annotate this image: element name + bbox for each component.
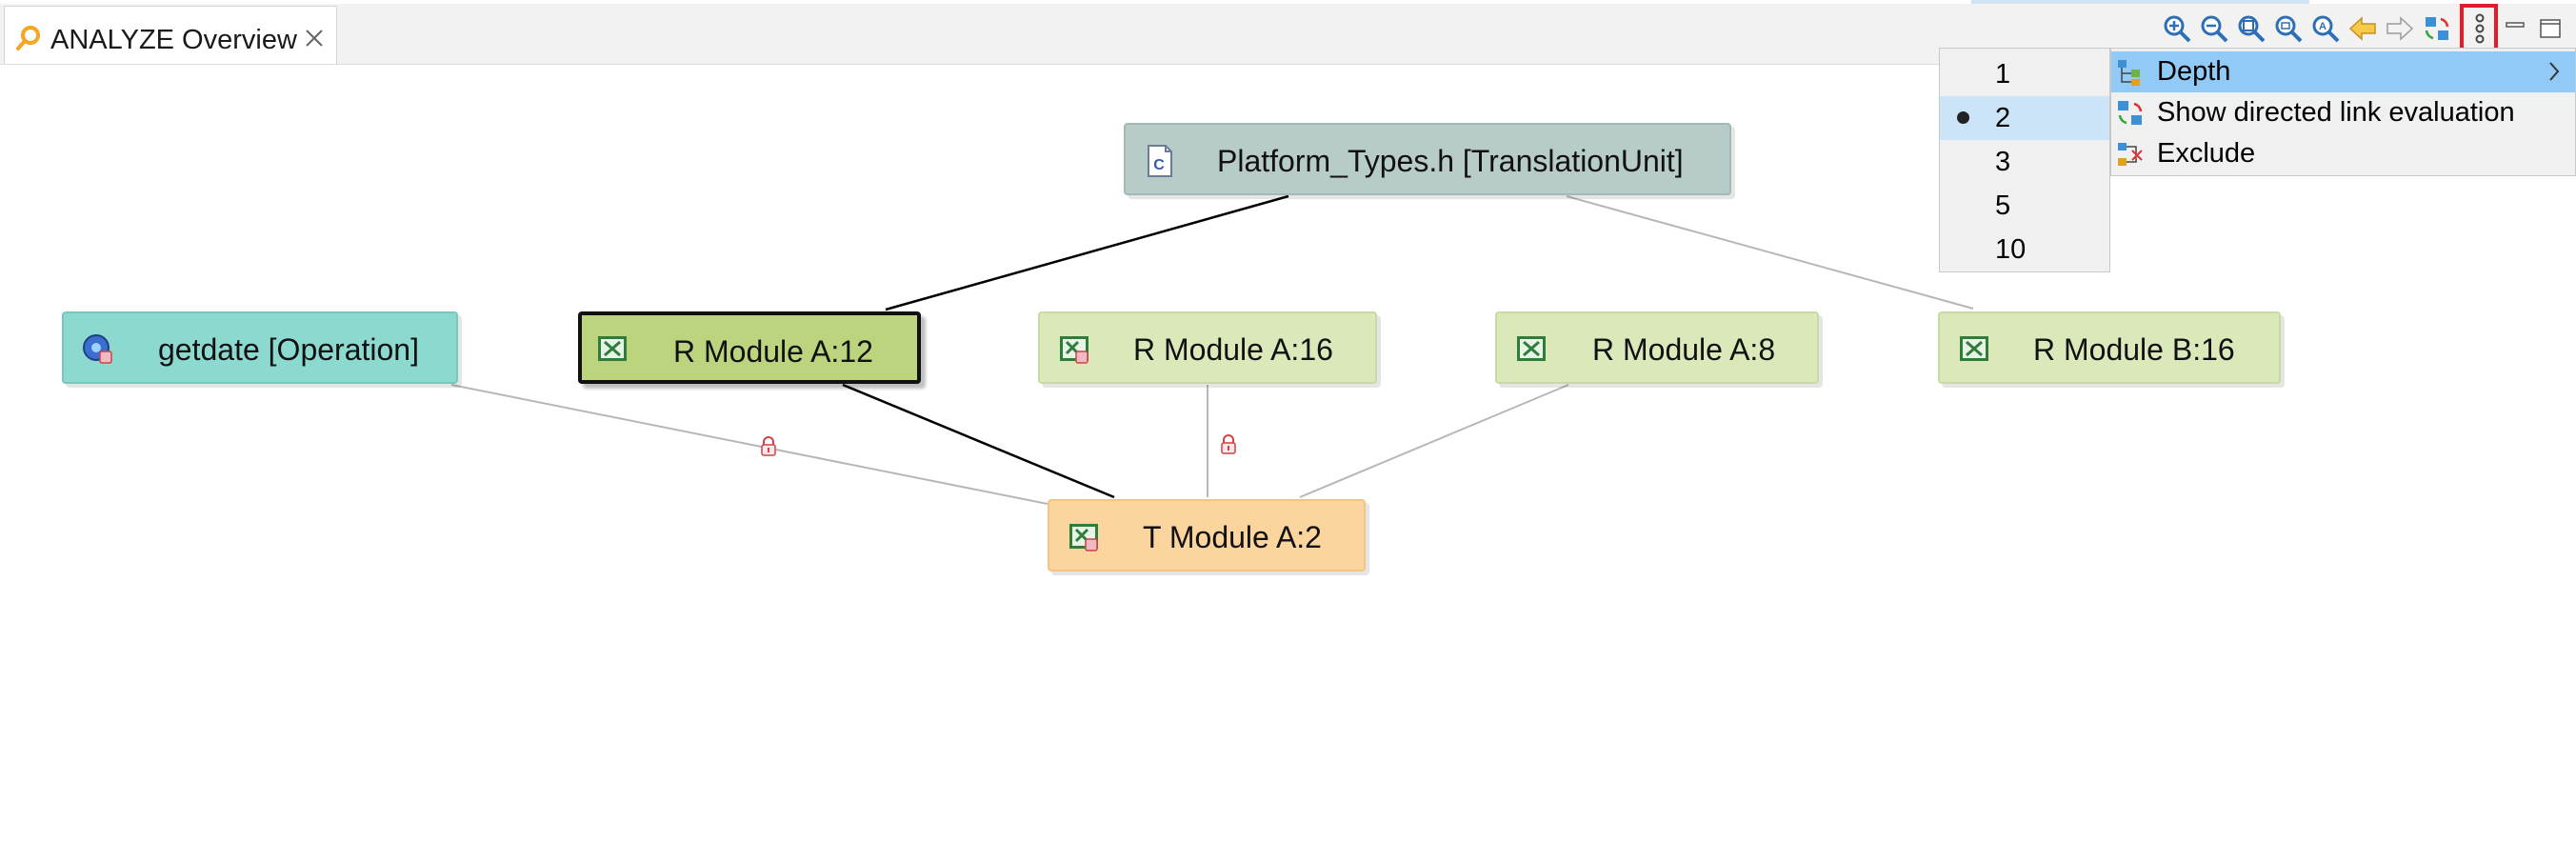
diagram-edges bbox=[450, 194, 1974, 505]
node-r-module-a8[interactable]: R Module A:8 bbox=[1495, 311, 1819, 384]
node-r-module-a12[interactable]: R Module A:12 bbox=[578, 311, 921, 384]
tab-analyze-overview[interactable]: ANALYZE Overview bbox=[4, 6, 337, 64]
depth-option-10[interactable]: 10 bbox=[1940, 228, 2109, 271]
refresh-icon[interactable] bbox=[2422, 13, 2452, 44]
node-label: getdate [Operation] bbox=[158, 332, 419, 367]
top-strip bbox=[0, 0, 2576, 4]
operation-icon bbox=[83, 334, 112, 364]
zoom-in-icon[interactable] bbox=[2162, 13, 2192, 44]
edge-r12-t2[interactable] bbox=[842, 383, 1115, 499]
zoom-in-plus-icon[interactable] bbox=[2236, 13, 2266, 44]
module-icon bbox=[1960, 336, 1988, 361]
zoom-fit-icon[interactable] bbox=[2273, 13, 2304, 44]
depth-option-1[interactable]: 1 bbox=[1940, 52, 2109, 96]
node-r-module-b16[interactable]: R Module B:16 bbox=[1938, 311, 2281, 384]
lock-icon bbox=[761, 436, 776, 456]
tab-title: ANALYZE Overview bbox=[50, 25, 297, 55]
dependency-diagram[interactable]: C Platform_Types.h [TranslationUnit] get… bbox=[0, 64, 2576, 862]
depth-option-label: 1 bbox=[1995, 59, 2011, 90]
edge-r8-t2[interactable] bbox=[1299, 384, 1569, 498]
directed-link-icon bbox=[2118, 101, 2143, 125]
node-t-module-a2[interactable]: T Module A:2 bbox=[1048, 499, 1366, 571]
minimize-icon[interactable] bbox=[2501, 13, 2531, 44]
selected-bullet-icon bbox=[1957, 111, 1969, 124]
menu-item-depth[interactable]: Depth bbox=[2111, 51, 2575, 92]
depth-option-label: 2 bbox=[1995, 103, 2011, 133]
node-label: R Module A:8 bbox=[1592, 332, 1776, 367]
top-strip-accent bbox=[1971, 0, 2309, 4]
chevron-right-icon bbox=[2549, 62, 2560, 81]
editor-tab-bar: ANALYZE Overview A bbox=[0, 0, 2576, 65]
module-icon bbox=[1517, 336, 1546, 361]
depth-option-label: 10 bbox=[1995, 234, 2027, 265]
node-label: R Module A:16 bbox=[1133, 332, 1333, 367]
more-options-button[interactable] bbox=[2460, 4, 2498, 51]
analyze-icon bbox=[16, 26, 40, 50]
menu-item-label: Exclude bbox=[2157, 138, 2256, 169]
depth-option-5[interactable]: 5 bbox=[1940, 184, 2109, 228]
node-getdate[interactable]: getdate [Operation] bbox=[62, 311, 458, 384]
menu-item-label: Depth bbox=[2157, 56, 2231, 87]
module-locked-icon bbox=[1069, 524, 1098, 551]
forward-arrow-icon[interactable] bbox=[2385, 13, 2415, 44]
lock-icon bbox=[1221, 434, 1236, 454]
exclude-icon bbox=[2118, 143, 2143, 166]
node-label: R Module A:12 bbox=[673, 334, 873, 369]
module-locked-icon bbox=[1060, 336, 1088, 364]
svg-text:A: A bbox=[2319, 21, 2326, 32]
zoom-out-icon[interactable] bbox=[2199, 13, 2229, 44]
node-label: Platform_Types.h [TranslationUnit] bbox=[1217, 144, 1684, 178]
depth-option-label: 3 bbox=[1995, 147, 2011, 177]
more-options-menu: Depth Show directed link evaluation Excl… bbox=[2110, 48, 2576, 176]
back-arrow-icon[interactable] bbox=[2347, 13, 2378, 44]
zoom-selection-icon[interactable]: A bbox=[2310, 13, 2341, 44]
svg-text:C: C bbox=[1153, 157, 1165, 173]
menu-item-exclude[interactable]: Exclude bbox=[2111, 133, 2575, 174]
node-r-module-a16[interactable]: R Module A:16 bbox=[1038, 311, 1377, 384]
c-source-file-icon: C bbox=[1148, 145, 1172, 177]
maximize-icon[interactable] bbox=[2535, 13, 2566, 44]
depth-submenu: 1 2 3 5 10 bbox=[1939, 48, 2110, 272]
edge-platform-r12[interactable] bbox=[885, 194, 1289, 311]
depth-icon bbox=[2118, 60, 2140, 86]
node-label: R Module B:16 bbox=[2033, 332, 2235, 367]
close-icon[interactable] bbox=[302, 26, 327, 50]
menu-item-show-directed-link-evaluation[interactable]: Show directed link evaluation bbox=[2111, 92, 2575, 133]
module-icon bbox=[598, 336, 627, 361]
depth-option-2[interactable]: 2 bbox=[1940, 96, 2109, 140]
more-options-icon bbox=[2475, 13, 2485, 44]
edge-getdate-t2[interactable] bbox=[450, 384, 1048, 505]
edge-platform-rb16[interactable] bbox=[1566, 195, 1974, 310]
menu-item-label: Show directed link evaluation bbox=[2157, 97, 2515, 128]
node-platform-types[interactable]: C Platform_Types.h [TranslationUnit] bbox=[1124, 123, 1731, 195]
depth-option-3[interactable]: 3 bbox=[1940, 140, 2109, 184]
node-label: T Module A:2 bbox=[1143, 520, 1322, 554]
depth-option-label: 5 bbox=[1995, 190, 2011, 221]
